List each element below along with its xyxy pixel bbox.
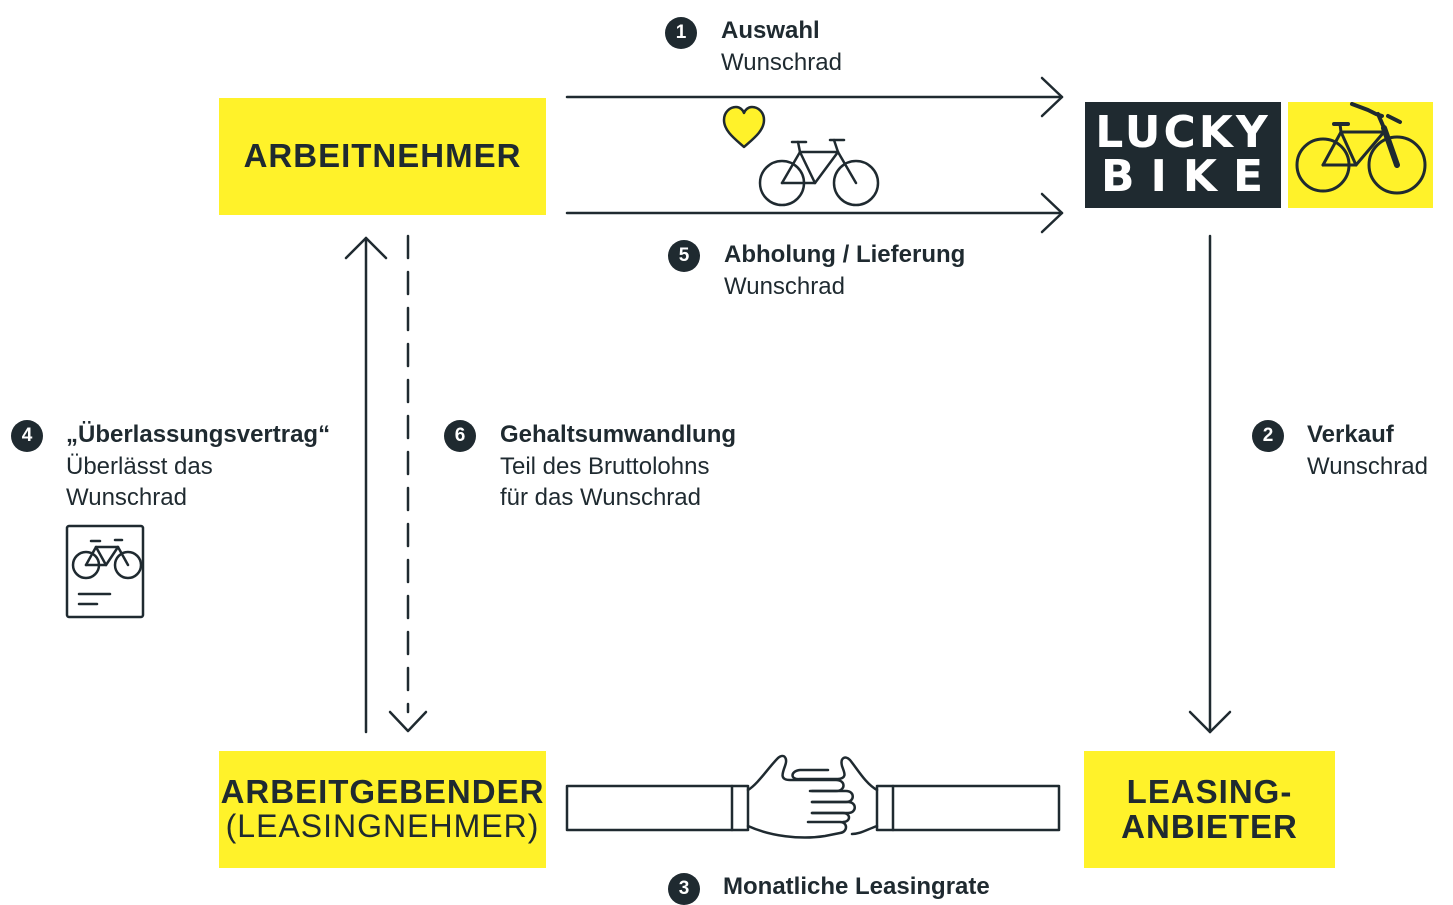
step-3-label: Monatliche Leasingrate [723,871,990,903]
contract-document-icon [65,524,145,619]
arrow-gehaltsumwandlung [388,234,428,733]
step-6-line-1: Teil des Bruttolohns [500,452,710,480]
step-4-line-2: Wunschrad [66,484,187,512]
step-6-label: Gehaltsumwandlung Teil des Bruttolohns f… [500,419,736,514]
step-3-title: Monatliche Leasingrate [723,873,990,900]
step-4-badge: 4 [11,420,43,452]
step-6-line-2: für das Wunschrad [500,484,701,512]
lucky-bike-logo: LUCKY BIKE [1085,102,1281,208]
step-2-badge: 2 [1252,420,1284,452]
logo-line-1: LUCKY [1095,107,1271,158]
box-leasing-anbieter: LEASING- ANBIETER [1084,751,1335,868]
step-5-label: Abholung / Lieferung Wunschrad [724,239,965,302]
step-1-badge: 1 [665,17,697,49]
step-1-title: Auswahl [721,17,820,44]
step-5-badge: 5 [668,240,700,272]
box-arbeitgebender-sublabel: (LEASINGNEHMER) [225,808,540,845]
arrow-verkauf [1188,234,1232,734]
heart-icon [722,105,766,149]
step-2-label: Verkauf Wunschrad [1307,419,1428,482]
box-leasing-label-line2: ANBIETER [1121,807,1298,845]
step-1-label: Auswahl Wunschrad [721,15,842,78]
step-6-badge: 6 [444,420,476,452]
box-arbeitnehmer-label: ARBEITNEHMER [243,137,522,175]
handshake-icon [565,754,1061,839]
bicycle-icon [758,138,880,207]
box-arbeitgebender-label: ARBEITGEBENDER [220,773,545,811]
box-arbeitgebender: ARBEITGEBENDER (LEASINGNEHMER) [219,751,546,868]
box-arbeitnehmer: ARBEITNEHMER [219,98,546,215]
step-2-title: Verkauf [1307,421,1394,448]
logo-bike-tile [1288,102,1433,208]
logo-bicycle-icon [1295,102,1427,195]
step-3-badge: 3 [668,873,700,905]
arrow-abholung [565,192,1064,234]
step-6-title: Gehaltsumwandlung [500,421,737,448]
step-4-title: „Überlassungsvertrag“ [66,421,331,448]
step-4-line-1: Überlässt das [66,452,213,480]
box-leasing-label-line1: LEASING- [1126,772,1293,810]
step-5-line-1: Wunschrad [724,272,845,300]
arrow-auswahl [565,76,1064,118]
step-4-label: „Überlassungsvertrag“ Überlässt das Wuns… [66,419,330,514]
step-5-title: Abholung / Lieferung [724,241,966,268]
step-1-line-1: Wunschrad [721,48,842,76]
step-2-line-1: Wunschrad [1307,452,1428,480]
logo-line-2: BIKE [1100,151,1280,202]
arrow-ueberlassung [344,236,388,734]
